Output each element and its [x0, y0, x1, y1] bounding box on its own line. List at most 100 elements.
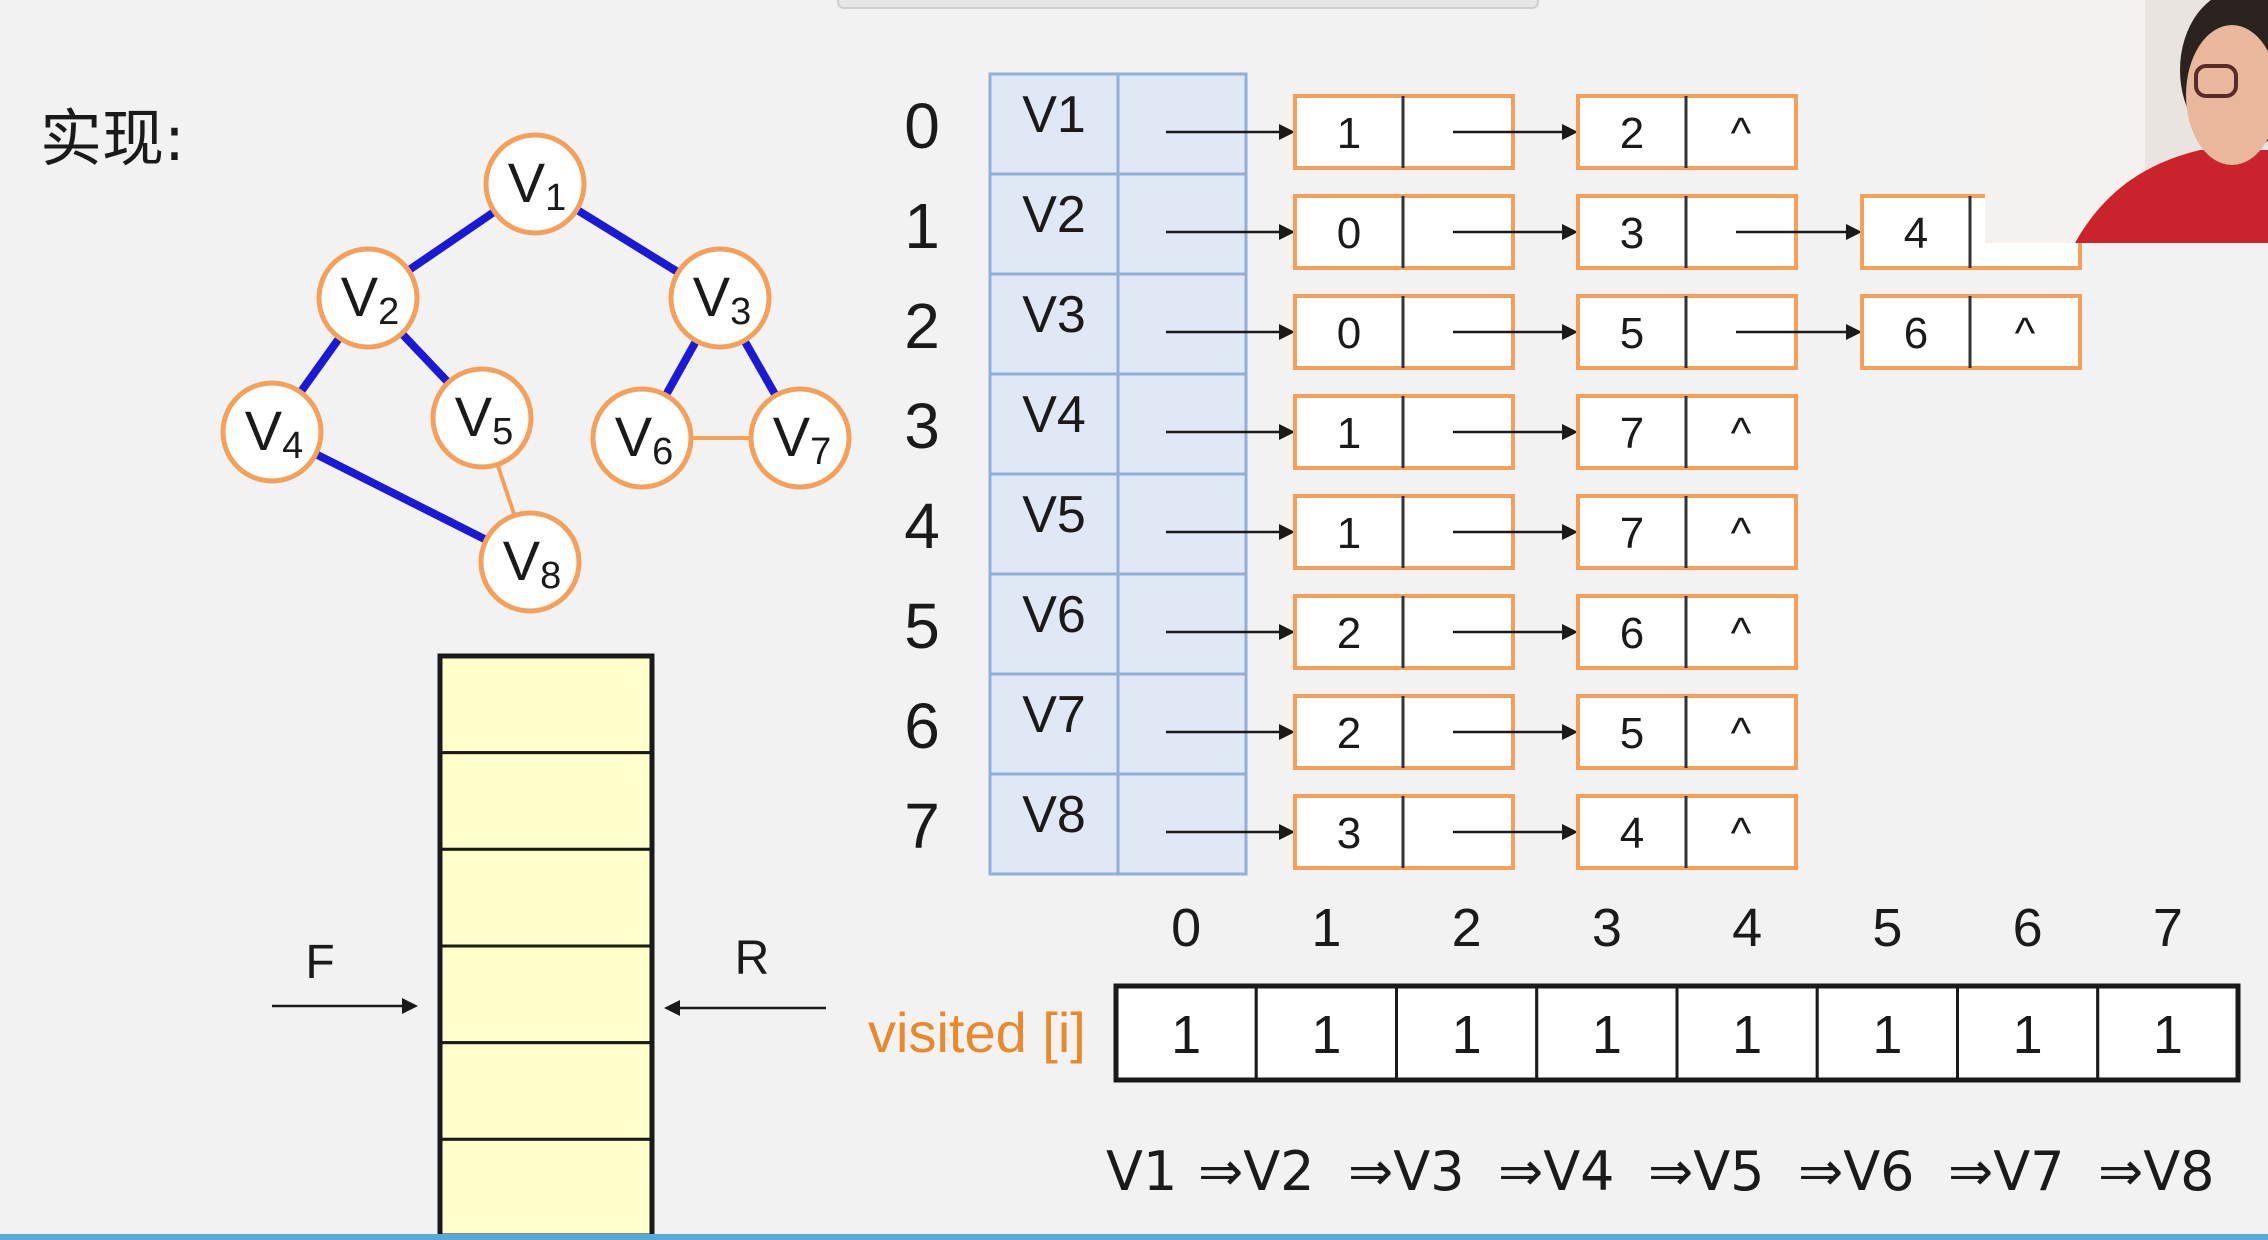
adj-edge-node-index: 0	[1337, 309, 1361, 358]
visited-cell-4	[1675, 984, 1819, 1082]
adj-head-vertex-label: V4	[1022, 386, 1086, 444]
traversal-item-7: ⇒V7	[1948, 1140, 2065, 1203]
graph-edge-v1-v2	[404, 207, 499, 275]
adj-edge-node-index: 1	[1337, 409, 1361, 458]
adj-edge-node-index: 4	[1620, 809, 1644, 858]
slide-title: 实现:	[40, 102, 185, 175]
webcam-person-glasses	[2194, 64, 2238, 98]
adj-next-arrow-head	[1562, 124, 1578, 140]
adj-edge-node-null: ^	[1731, 609, 1752, 658]
adj-edge-node-index: 2	[1620, 109, 1644, 158]
graph-node-label-base: V	[341, 265, 379, 328]
graph-edge-v1-v3	[572, 205, 683, 277]
graph-node-circle	[483, 132, 587, 236]
adj-head-pointer-cell	[1116, 572, 1248, 676]
graph-node-circle	[590, 386, 694, 490]
adj-head-vertex-label: V1	[1022, 86, 1086, 144]
graph-node-label-base: V	[773, 405, 811, 468]
visited-value: 1	[2153, 1005, 2183, 1065]
adj-edge-node-index: 3	[1337, 809, 1361, 858]
traversal-item-4: ⇒V4	[1498, 1140, 1615, 1203]
adj-head-pointer-cell	[1116, 172, 1248, 276]
graph-node-label-base: V	[503, 529, 541, 592]
visited-index: 5	[1872, 898, 1902, 958]
traversal-item-5: ⇒V5	[1648, 1140, 1765, 1203]
queue-rear-label: R	[735, 932, 770, 985]
graph-node-label: V6	[615, 405, 674, 473]
adj-next-arrow-head	[1562, 424, 1578, 440]
graph-edge-v3-v7	[740, 336, 780, 400]
adj-next-arrow-head	[1562, 224, 1578, 240]
adj-edge-node-index: 5	[1620, 709, 1644, 758]
graph-node-label: V8	[503, 529, 562, 597]
visited-value: 1	[1732, 1005, 1762, 1065]
adj-head-arrow-head	[1279, 724, 1295, 740]
graph-node-label-sub: 2	[378, 291, 399, 333]
adj-edge-node: 4^	[1576, 794, 1798, 870]
graph-node-v4: V4	[220, 380, 324, 484]
graph-node-label-base: V	[693, 265, 731, 328]
adj-row-index: 1	[904, 190, 940, 262]
adj-head-vertex-label: V8	[1022, 786, 1086, 844]
adj-head-vertex-cell	[988, 672, 1120, 776]
adj-next-arrow-head	[1562, 724, 1578, 740]
adj-head-arrow-head	[1279, 524, 1295, 540]
graph-edge-v2-v4	[296, 333, 344, 397]
graph-node-label: V2	[341, 265, 400, 333]
queue-cell	[438, 944, 654, 1045]
adj-head-arrow-head	[1279, 124, 1295, 140]
graph-node-label: V1	[508, 151, 567, 219]
adj-row-0: 0 V1 1 2^	[904, 72, 1798, 176]
queue-rear-arrow-head	[664, 1000, 680, 1016]
adj-edge-node-null: ^	[2015, 309, 2036, 358]
adj-head-vertex-label: V6	[1022, 586, 1086, 644]
graph-edge-v2-v5	[397, 329, 453, 387]
adj-edge-node-index: 6	[1904, 309, 1928, 358]
adj-head-vertex-cell	[988, 572, 1120, 676]
adj-row-index: 0	[904, 90, 940, 162]
traversal-item-3: ⇒V3	[1348, 1140, 1465, 1203]
traversal-item-1: V1	[1106, 1140, 1177, 1203]
graph-edge-v3-v6	[661, 336, 701, 400]
visited-cell-6	[1956, 984, 2100, 1082]
visited-value: 1	[2013, 1005, 2043, 1065]
visited-label: visited [i]	[868, 1001, 1086, 1064]
graph-node-label-base: V	[455, 385, 493, 448]
adj-head-arrow-head	[1279, 624, 1295, 640]
adj-head-vertex-cell	[988, 372, 1120, 476]
graph-node-circle	[220, 380, 324, 484]
adj-next-arrow-head	[1562, 624, 1578, 640]
traversal-order: V1⇒V2⇒V3⇒V4⇒V5⇒V6⇒V7⇒V8	[1106, 1140, 2215, 1203]
webcam-person-shirt	[2075, 150, 2268, 243]
visited-value: 1	[1592, 1005, 1622, 1065]
adj-edge-node-null: ^	[1731, 409, 1752, 458]
adjacency-list: 0V112^1V2034^2V3056^3V417^4V517^5V626^6V…	[904, 72, 2082, 876]
adj-row-index: 4	[904, 490, 940, 562]
visited-border	[1113, 983, 2241, 1083]
adj-next-arrow-head	[1846, 224, 1862, 240]
queue-cell	[438, 1041, 654, 1141]
adj-edge-node-index: 4	[1904, 209, 1928, 258]
traversal-item-2: ⇒V2	[1198, 1140, 1315, 1203]
traversal-item-8: ⇒V8	[2098, 1140, 2215, 1203]
graph-node-label: V7	[773, 405, 832, 473]
adj-edge-node: 3	[1293, 794, 1515, 870]
adj-next-arrow-head	[1562, 824, 1578, 840]
adj-next-arrow-head	[1562, 324, 1578, 340]
graph-node-label-sub: 5	[492, 411, 513, 453]
queue-cell	[438, 654, 654, 755]
graph-node-label-sub: 4	[282, 425, 303, 467]
visited-value: 1	[1311, 1005, 1341, 1065]
adj-head-vertex-cell	[988, 772, 1120, 876]
adj-edge-node: 2^	[1576, 94, 1798, 170]
adj-edge-node: 1	[1293, 494, 1515, 570]
adj-edge-node-null: ^	[1731, 709, 1752, 758]
adj-edge-node-index: 1	[1337, 109, 1361, 158]
